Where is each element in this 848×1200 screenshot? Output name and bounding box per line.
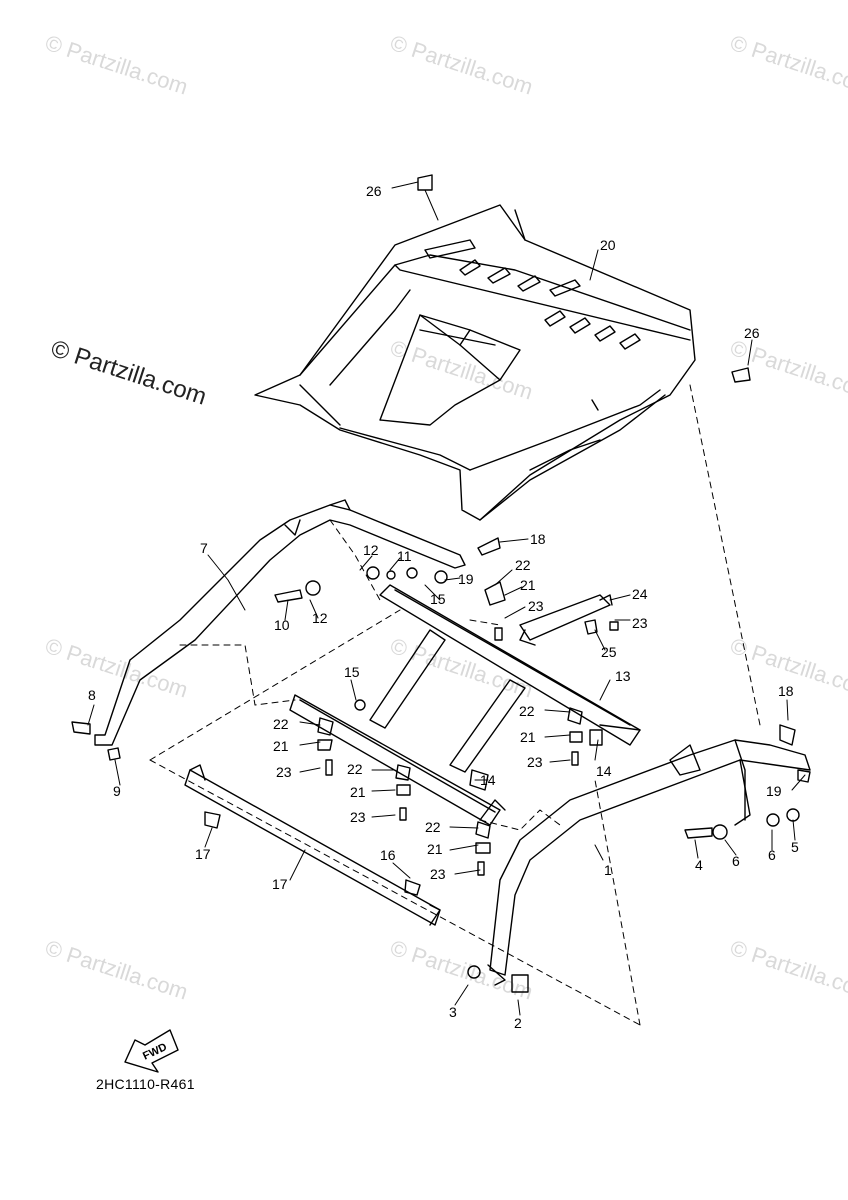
support-bar-16 — [184, 764, 441, 926]
callout-label: 1 — [604, 862, 612, 878]
callout-label: 6 — [732, 853, 740, 869]
callout-label: 22 — [425, 819, 441, 835]
callout-label: 18 — [778, 683, 794, 699]
callout-label: 9 — [113, 783, 121, 799]
callout-label: 26 — [366, 183, 382, 199]
hardware-parts — [71, 174, 811, 993]
front-frame-bar — [487, 739, 811, 986]
callout-label: 23 — [632, 615, 648, 631]
callout-label: 23 — [528, 598, 544, 614]
callout-label: 25 — [601, 644, 617, 660]
callout-label: 11 — [397, 548, 412, 564]
callout-label: 21 — [427, 841, 443, 857]
middle-frame — [289, 584, 641, 826]
callout-label: 16 — [380, 847, 396, 863]
diagram-code: 2HC1110-R461 — [96, 1076, 195, 1092]
callout-label: 5 — [791, 839, 799, 855]
callout-label: 23 — [276, 764, 292, 780]
callout-label: 15 — [430, 591, 446, 607]
callout-label: 14 — [480, 772, 496, 788]
bracket-24 — [519, 594, 613, 646]
callout-label: 3 — [449, 1004, 457, 1020]
callout-label: 10 — [274, 617, 290, 633]
callout-label: 17 — [195, 846, 211, 862]
callout-label: 2 — [514, 1015, 522, 1031]
fwd-arrow-icon — [124, 1029, 179, 1073]
callout-label: 19 — [458, 571, 474, 587]
callout-label: 23 — [350, 809, 366, 825]
leader-lines — [149, 384, 761, 1026]
callout-label: 22 — [519, 703, 535, 719]
callout-label: 6 — [768, 847, 776, 863]
callout-label: 19 — [766, 783, 782, 799]
callout-label: 14 — [596, 763, 612, 779]
callout-label: 20 — [600, 237, 616, 253]
callout-label: 22 — [515, 557, 531, 573]
callout-label: 13 — [615, 668, 631, 684]
callout-label: 4 — [695, 857, 703, 873]
callout-label: 15 — [344, 664, 360, 680]
callout-label: 17 — [272, 876, 288, 892]
callout-label: 23 — [430, 866, 446, 882]
callout-label: 26 — [744, 325, 760, 341]
callout-label: 8 — [88, 687, 96, 703]
callout-label: 7 — [200, 540, 208, 556]
callout-label: 21 — [520, 577, 536, 593]
callout-label: 21 — [350, 784, 366, 800]
roof-panel — [254, 204, 696, 521]
callout-label: 21 — [273, 738, 289, 754]
callout-label: 12 — [312, 610, 328, 626]
callout-label: 12 — [363, 542, 379, 558]
callout-label: 21 — [520, 729, 536, 745]
callout-label: 22 — [273, 716, 289, 732]
callout-label: 24 — [632, 586, 648, 602]
callout-labels: 26 20 26 7 12 11 18 22 19 15 21 24 23 23… — [88, 183, 799, 1031]
callout-label: 18 — [530, 531, 546, 547]
callout-label: 22 — [347, 761, 363, 777]
callout-leaders — [87, 181, 806, 1016]
callout-label: 23 — [527, 754, 543, 770]
rear-frame-bar — [94, 499, 466, 746]
